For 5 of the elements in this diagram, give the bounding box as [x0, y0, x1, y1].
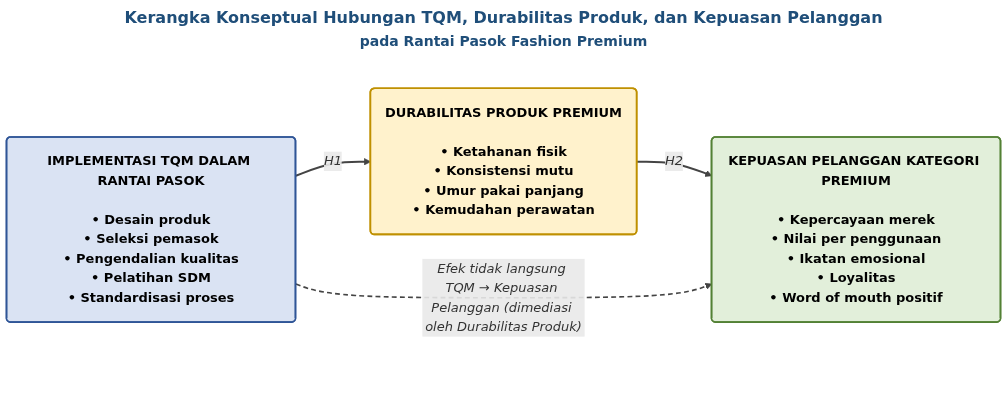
diagram-title: Kerangka Konseptual Hubungan TQM, Durabilitas Produk, dan Kepuasan Pelanggan — [124, 8, 883, 27]
edge-label: Efek tidak langsung TQM → Kepuasan Pelanggan (dimediasi oleh Durabilitas Produk) — [425, 260, 582, 335]
edge-label: H2 — [665, 153, 684, 169]
edge-label: H1 — [323, 153, 342, 169]
diagram-subtitle: pada Rantai Pasok Fashion Premium — [359, 33, 648, 49]
